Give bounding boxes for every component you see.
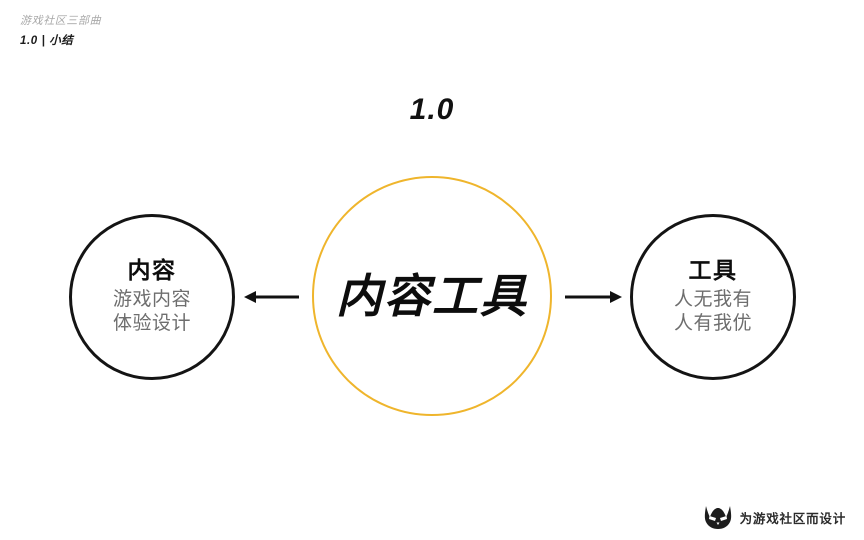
node-content[interactable]: 内容 游戏内容 体验设计 bbox=[69, 214, 235, 380]
node-tool-subtitle-line-2: 人有我优 bbox=[673, 313, 752, 335]
node-content-title: 内容 bbox=[127, 257, 177, 284]
node-content-subtitle: 游戏内容 体验设计 bbox=[113, 288, 191, 337]
arrow-right-icon bbox=[565, 291, 622, 303]
node-tool[interactable]: 工具 人无我有 人有我优 bbox=[630, 214, 796, 380]
node-tool-title: 工具 bbox=[688, 257, 738, 284]
node-content-subtitle-line-2: 体验设计 bbox=[112, 313, 191, 335]
node-tool-subtitle: 人无我有 人有我优 bbox=[674, 288, 752, 337]
header-series-label: 游戏社区三部曲 bbox=[20, 15, 102, 27]
node-content-subtitle-line-1: 游戏内容 bbox=[112, 288, 191, 310]
node-content-tool-title: 内容工具 bbox=[336, 270, 528, 322]
cat-mascot-icon bbox=[704, 506, 731, 529]
arrow-left-icon bbox=[244, 291, 299, 303]
page-title: 1.0 bbox=[409, 93, 455, 126]
footer-branding: 为游戏社区而设计 bbox=[703, 504, 846, 530]
footer-tagline: 为游戏社区而设计 bbox=[739, 511, 846, 526]
header-section-label: 1.0 | 小结 bbox=[20, 34, 74, 47]
slide-header: 游戏社区三部曲 1.0 | 小结 bbox=[20, 14, 101, 50]
node-tool-subtitle-line-1: 人无我有 bbox=[673, 288, 752, 310]
node-content-tool[interactable]: 内容工具 bbox=[312, 176, 552, 416]
